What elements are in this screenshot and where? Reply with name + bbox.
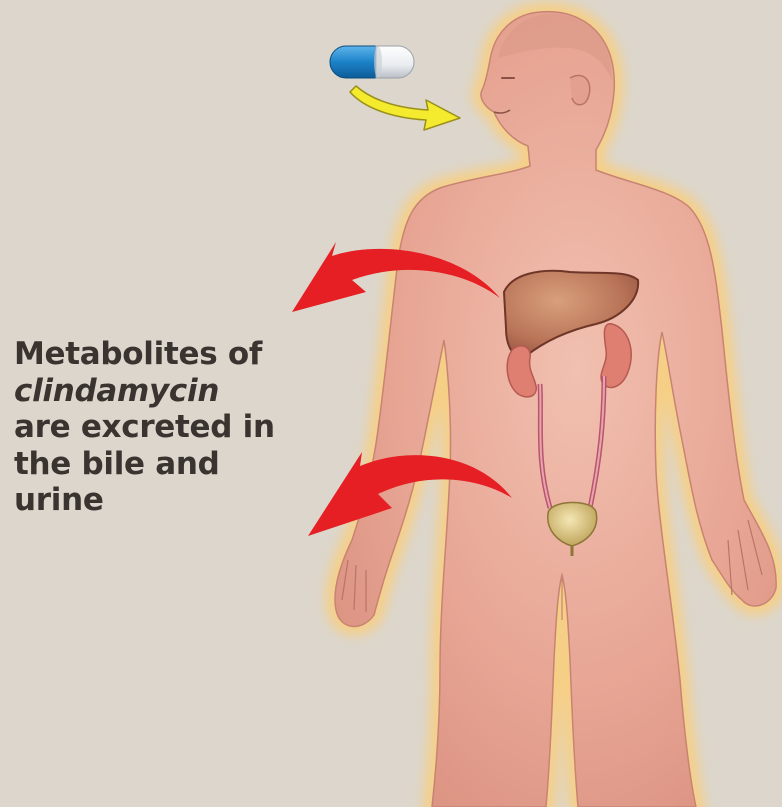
excretion-caption: Metabolites of clindamycin are excreted … xyxy=(14,336,314,519)
capsule-icon xyxy=(330,46,414,78)
ingest-arrow-icon xyxy=(350,86,460,130)
caption-drug-name: clindamycin xyxy=(14,373,314,410)
body-silhouette xyxy=(335,12,776,807)
caption-line-1: Metabolites of xyxy=(14,336,314,373)
caption-line-4: the bile and xyxy=(14,446,314,483)
caption-line-3: are excreted in xyxy=(14,409,314,446)
caption-line-5: urine xyxy=(14,482,314,519)
